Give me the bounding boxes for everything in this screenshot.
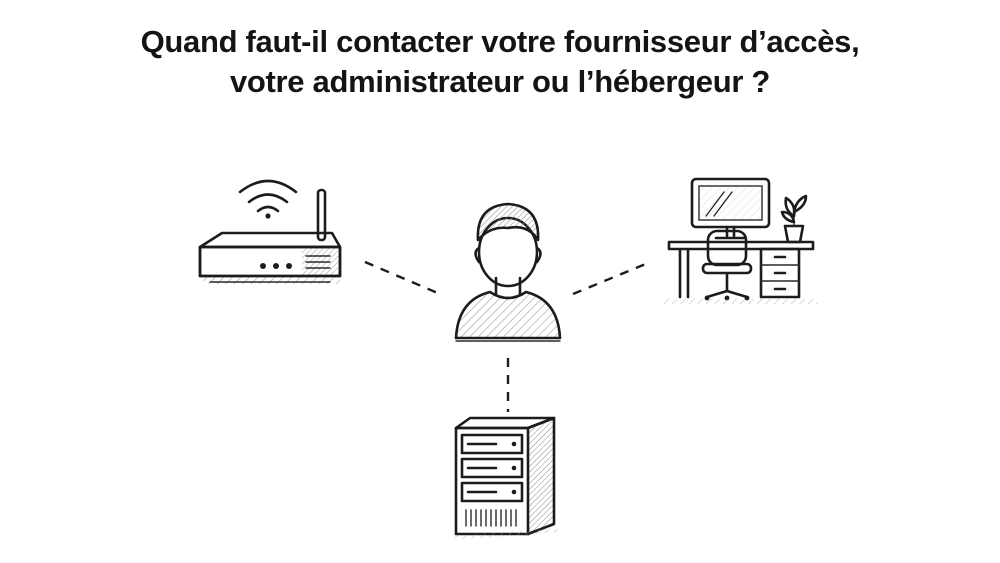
person-icon bbox=[454, 202, 562, 342]
wifi-router-icon bbox=[198, 179, 342, 284]
title-line-2: votre administrateur ou l’hébergeur ? bbox=[229, 64, 771, 99]
title-line-1: Quand faut-il contacter votre fournisseu… bbox=[140, 24, 860, 59]
connectors bbox=[364, 260, 649, 412]
server-rack-icon bbox=[452, 416, 560, 540]
wifi-signal-icon bbox=[238, 179, 298, 219]
plant-icon bbox=[780, 194, 808, 244]
office-desk-icon bbox=[662, 177, 818, 304]
diagram-title: Quand faut-il contacter votre fournisseu… bbox=[0, 22, 1000, 102]
edge-user-isp bbox=[364, 260, 441, 296]
edge-user-admin bbox=[572, 261, 649, 296]
monitor-icon bbox=[690, 177, 771, 240]
